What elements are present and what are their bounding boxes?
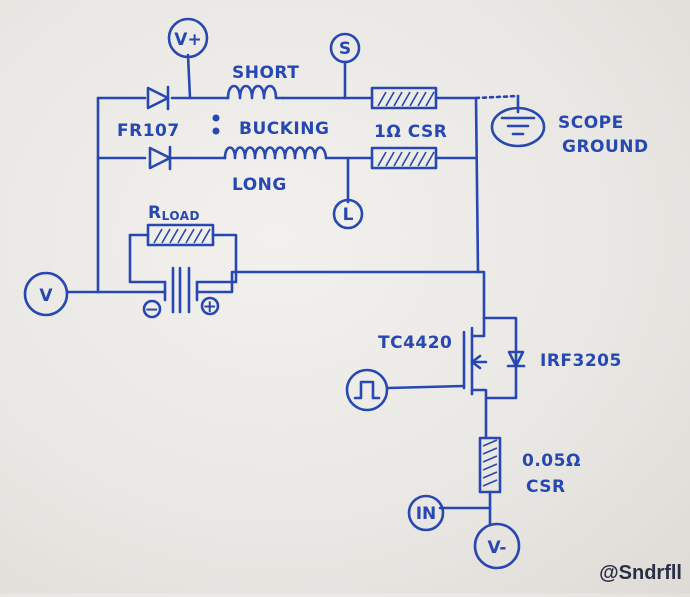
csr-1ohm-top — [372, 88, 436, 108]
pulse-icon — [355, 382, 379, 398]
probe-s: S — [331, 34, 359, 62]
ground-label: GROUND — [562, 137, 649, 157]
diode-fr107-bottom — [150, 147, 170, 169]
rload-main: R — [148, 203, 162, 223]
probe-pulse — [347, 370, 387, 410]
rload-resistor — [148, 225, 213, 245]
probe-v-minus: V- — [475, 524, 519, 568]
short-label: SHORT — [232, 63, 299, 83]
csr-005-csr-label: CSR — [526, 477, 566, 497]
gate-drive-wire — [388, 386, 464, 388]
in-label: IN — [416, 504, 437, 524]
battery-plus-label: + — [203, 297, 218, 317]
tc4420-label: TC4420 — [378, 333, 452, 353]
csr-005ohm — [480, 438, 500, 492]
probe-v-plus: V+ — [169, 19, 207, 57]
csr-1ohm-label: 1Ω CSR — [374, 122, 447, 142]
bucking-dot-long — [213, 128, 220, 135]
csr-005-value-label: 0.05Ω — [522, 451, 581, 471]
watermark: @Sndrfll — [599, 562, 682, 585]
inductor-short — [228, 86, 283, 98]
probe-in: IN — [409, 496, 443, 530]
csr-1ohm-bottom — [372, 148, 436, 168]
bucking-dot-short — [213, 115, 220, 122]
s-label: S — [339, 39, 351, 59]
probe-l: L — [334, 200, 362, 228]
probe-v: V — [25, 273, 67, 315]
v-label: V — [39, 286, 53, 306]
diode-fr107-top — [148, 87, 168, 109]
long-label: LONG — [232, 175, 287, 195]
irf3205-label: IRF3205 — [540, 351, 622, 371]
rload-label: RLOAD — [148, 203, 200, 223]
scope-ground-icon — [492, 108, 544, 146]
l-label: L — [343, 205, 354, 225]
inductor-long — [225, 148, 326, 159]
bucking-label: BUCKING — [239, 119, 329, 139]
v-plus-label: V+ — [174, 30, 201, 50]
battery-minus-label: − — [145, 300, 160, 320]
v-minus-label: V- — [488, 538, 507, 558]
rload-sub: LOAD — [162, 209, 200, 223]
battery — [165, 268, 197, 312]
scope-label: SCOPE — [558, 113, 624, 133]
fr107-label: FR107 — [117, 121, 180, 141]
